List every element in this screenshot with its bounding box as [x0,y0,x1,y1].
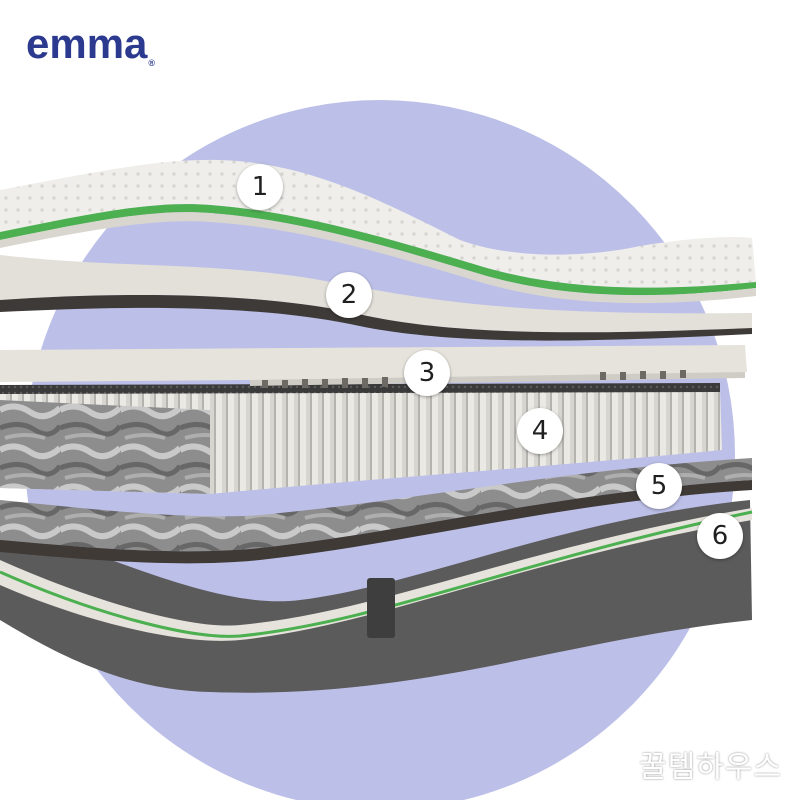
layer-5-base-foam [0,458,752,564]
layer-5-badge: 5 [636,463,682,509]
layer-1-badge: 1 [237,164,283,210]
layer-6-badge: 6 [697,513,743,559]
layer-3-support-foam [0,345,747,388]
layer-4-badge: 4 [517,408,563,454]
registered-mark: ® [148,58,156,68]
watermark-text: 꿀템하우스 [639,750,782,785]
layer-6-bottom-cover [0,500,753,693]
brand-logo: emma® [26,20,155,68]
layer-3-badge: 3 [404,350,450,396]
brand-logo-text: emma [26,20,148,67]
layer-1-top-cover [0,159,756,304]
layer-2-badge: 2 [326,272,372,318]
layer-2-foam-layer [0,255,752,341]
